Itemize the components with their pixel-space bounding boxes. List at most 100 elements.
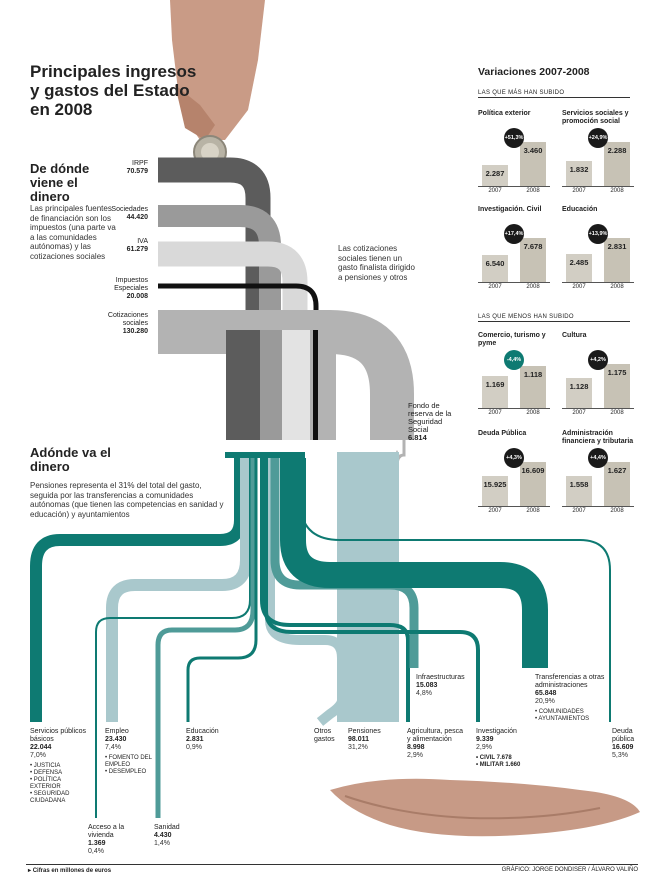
spending-label: Servicios públicos básicos xyxy=(30,728,87,743)
change-badge: +4,2% xyxy=(588,350,608,370)
chart-baseline xyxy=(478,408,550,409)
spending-sub: • MILITAR 1.660 xyxy=(476,762,521,768)
year-label-2007: 2007 xyxy=(488,188,502,194)
income-heading: De dónde viene el dinero xyxy=(30,161,90,204)
spending-value: 98.011 xyxy=(348,736,370,743)
chart-baseline xyxy=(562,282,634,283)
spending-value: 4.430 xyxy=(154,832,172,839)
variation-chart-title: Cultura xyxy=(562,332,587,339)
spending-label: Pensiones xyxy=(348,728,381,735)
year-label-2007: 2007 xyxy=(488,410,502,416)
spending-pct: 20,9% xyxy=(535,698,555,705)
spending-sub: • DESEMPLEO xyxy=(105,769,147,775)
bar-value-2007: 1.128 xyxy=(569,382,589,391)
spending-label: Agricultura, pesca y alimentación xyxy=(407,728,464,743)
spending-value: 8.998 xyxy=(407,744,425,751)
bar-value-2008: 7.678 xyxy=(523,242,543,251)
bar-2008 xyxy=(520,462,546,506)
variation-chart-title: Servicios sociales y promoción social xyxy=(562,110,629,125)
chart-baseline xyxy=(562,408,634,409)
change-badge: +24,9% xyxy=(588,128,608,148)
change-badge: +13,9% xyxy=(588,224,608,244)
bar-2008 xyxy=(604,142,630,186)
income-especiales: Impuestos Especiales 20.008 xyxy=(98,277,148,301)
year-label-2007: 2007 xyxy=(572,508,586,514)
spending-pct: 0,9% xyxy=(186,744,202,751)
spending-heading: Adónde va el dinero xyxy=(30,445,111,474)
spending-educacion: Educación 2.831 0,9% xyxy=(186,728,236,752)
spending-infraestructuras: Infraestructuras 15.083 4,8% xyxy=(416,674,486,698)
spending-value: 1.369 xyxy=(88,840,106,847)
spending-sub: • DEFENSA xyxy=(30,770,63,776)
spending-label: Empleo xyxy=(105,728,129,735)
bar-2008 xyxy=(520,366,546,408)
spending-servicios: Servicios públicos básicos 22.044 7,0% •… xyxy=(30,728,92,805)
income-description: Las principales fuentes de financiación … xyxy=(30,204,116,261)
spending-sub: • SEGURIDAD CIUDADANA xyxy=(30,791,70,804)
spending-label: Acceso a la vivienda xyxy=(88,824,125,839)
spending-transferencias: Transferencias a otras administraciones … xyxy=(535,674,605,723)
spending-value: 65.848 xyxy=(535,690,557,697)
page-title: Principales ingresos y gastos del Estado… xyxy=(30,62,197,119)
variation-chart-title: Educación xyxy=(562,206,598,213)
year-label-2008: 2008 xyxy=(526,508,540,514)
change-badge: +4,4% xyxy=(588,448,608,468)
chart-baseline xyxy=(562,186,634,187)
year-label-2008: 2008 xyxy=(526,284,540,290)
footer-divider xyxy=(26,864,638,865)
bar-2007 xyxy=(566,161,592,186)
bar-value-2007: 15.925 xyxy=(483,480,507,489)
spending-label: Transferencias a otras administraciones xyxy=(535,674,605,689)
change-badge: +51,3% xyxy=(504,128,524,148)
change-badge: -4,4% xyxy=(504,350,524,370)
chart-baseline xyxy=(562,506,634,507)
spending-sub: • COMUNIDADES xyxy=(535,709,584,715)
year-label-2007: 2007 xyxy=(572,410,586,416)
year-label-2007: 2007 xyxy=(488,284,502,290)
reserve-label: Fondo de reserva de la Seguridad Social xyxy=(408,401,452,434)
income-value: 130.280 xyxy=(122,328,148,335)
spending-label: Otros gastos xyxy=(314,728,335,743)
spending-pensiones: Pensiones 98.011 31,2% xyxy=(348,728,398,752)
bar-2007 xyxy=(566,254,592,282)
income-label: Cotizaciones sociales xyxy=(107,312,148,327)
footer-note-text: Cifras en millones de euros xyxy=(32,868,112,874)
spending-vivienda: Acceso a la vivienda 1.369 0,4% xyxy=(88,824,148,856)
year-label-2007: 2007 xyxy=(488,508,502,514)
footer-note: ▸ Cifras en millones de euros xyxy=(28,868,112,874)
spending-pct: 31,2% xyxy=(348,744,368,751)
bar-value-2008: 1.118 xyxy=(523,370,543,379)
change-badge: +4,3% xyxy=(504,448,524,468)
reserve-value: 6.814 xyxy=(408,433,427,442)
bar-value-2008: 1.175 xyxy=(607,368,627,377)
variation-chart-title: Política exterior xyxy=(478,110,531,117)
footer-credit: GRÁFICO: JORGE DONDISER / ÁLVARO VALIÑO xyxy=(501,867,638,873)
spending-pct: 7,4% xyxy=(105,744,121,751)
variation-chart-title: Comercio, turismo y pyme xyxy=(478,332,546,347)
spending-investigacion: Investigación 9.339 2,9% • CIVIL 7.678 •… xyxy=(476,728,536,769)
variation-chart-title: Administración financiera y tributaria xyxy=(562,430,634,445)
spending-empleo: Empleo 23.430 7,4% • FOMENTO DEL EMPLEO … xyxy=(105,728,165,776)
spending-sub: • FOMENTO DEL EMPLEO xyxy=(105,755,152,768)
variations-up-label: LAS QUE MÁS HAN SUBIDO xyxy=(478,90,630,98)
bar-value-2007: 1.558 xyxy=(569,480,589,489)
bar-2008 xyxy=(604,238,630,282)
income-label: IVA xyxy=(137,238,148,245)
income-sociedades: Sociedades 44.420 xyxy=(98,206,148,222)
spending-agricultura: Agricultura, pesca y alimentación 8.998 … xyxy=(407,728,467,760)
income-value: 61.279 xyxy=(126,246,148,253)
income-value: 70.579 xyxy=(126,168,148,175)
spending-sanidad: Sanidad 4.430 1,4% xyxy=(154,824,204,848)
change-badge: +17,4% xyxy=(504,224,524,244)
bar-value-2007: 6.540 xyxy=(485,259,505,268)
income-value: 44.420 xyxy=(126,214,148,221)
income-label: Impuestos Especiales xyxy=(114,277,148,292)
income-cotizaciones: Cotizaciones sociales 130.280 xyxy=(98,312,148,336)
spending-label: Sanidad xyxy=(154,824,180,831)
spending-value: 2.831 xyxy=(186,736,204,743)
variations-down-label: LAS QUE MENOS HAN SUBIDO xyxy=(478,314,630,322)
spending-value: 23.430 xyxy=(105,736,127,743)
